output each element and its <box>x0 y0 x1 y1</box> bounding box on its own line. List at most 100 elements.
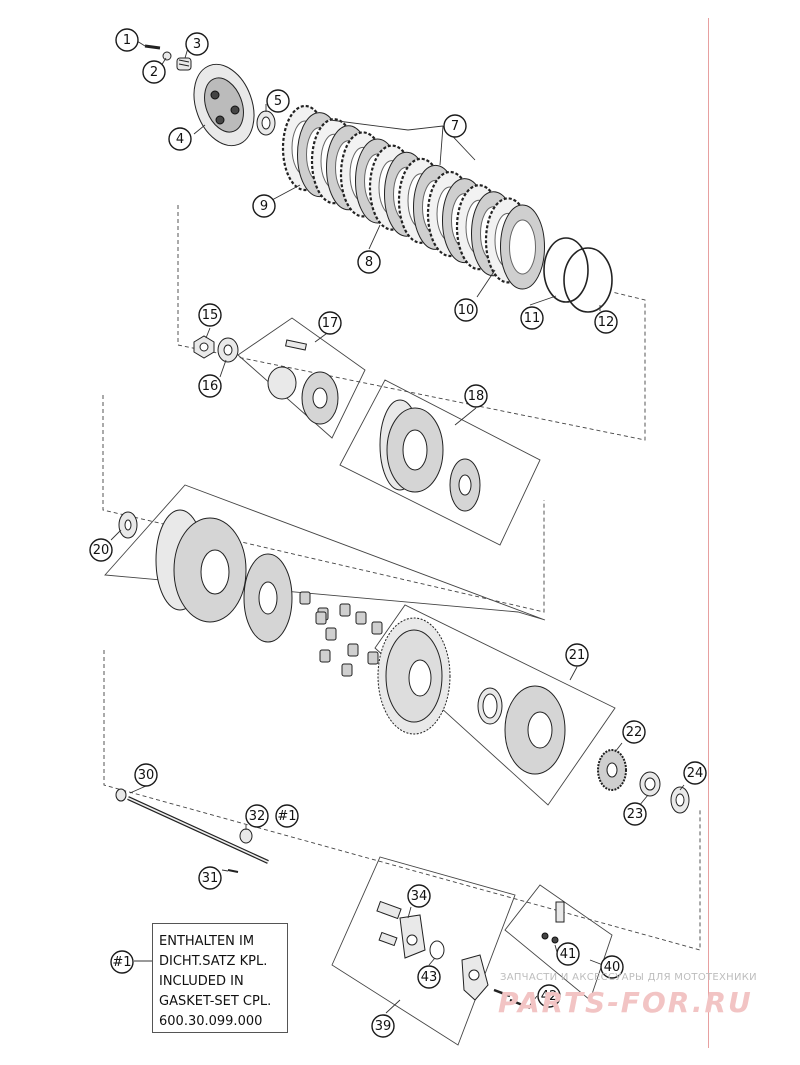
callout-4: 4 <box>168 127 192 151</box>
callout-label: 22 <box>626 725 643 740</box>
damper-spring <box>367 651 379 665</box>
o-ring-part-43 <box>429 940 445 960</box>
callout-label: 30 <box>138 768 155 783</box>
callout-30: 30 <box>134 763 158 787</box>
callout-17: 17 <box>318 311 342 335</box>
release-lever-part-39 <box>461 954 489 1001</box>
callout-11: 11 <box>520 306 544 330</box>
damper-spring <box>299 591 311 605</box>
callout-label: 43 <box>421 970 438 985</box>
damper-spring <box>347 643 359 657</box>
washer-part-24 <box>670 786 690 814</box>
callout-label: 32 <box>249 809 266 824</box>
callout-label: 31 <box>202 871 219 886</box>
callout-34: 34 <box>407 884 431 908</box>
clutch-plate-stack <box>281 104 545 290</box>
assembly-outline-middle <box>102 395 545 613</box>
callout-label: #1 <box>112 955 131 970</box>
spring-part-3 <box>176 57 192 71</box>
note-line: GASKET-SET CPL. <box>159 994 272 1009</box>
release-shaft-part-34 <box>376 900 426 959</box>
damper-spring <box>325 627 337 641</box>
callout-15: 15 <box>198 303 222 327</box>
plate-bore <box>509 219 536 275</box>
callout-label: 16 <box>202 379 219 394</box>
watermark-tagline: ЗАПЧАСТИ И АКСЕССУАРЫ ДЛЯ МОТОТЕХНИКИ <box>500 972 757 983</box>
damper-springs <box>299 591 383 677</box>
callout-label: 5 <box>274 94 282 109</box>
callout-label: 10 <box>458 303 475 318</box>
callout-label: 9 <box>260 199 268 214</box>
bearing-part-5 <box>256 110 276 136</box>
inner-hub-part-18 <box>379 399 481 512</box>
callout-10: 10 <box>454 298 478 322</box>
note-line: 600.30.099.000 <box>159 1014 263 1029</box>
pressure-cap-part-4 <box>193 63 255 147</box>
callout-label: 12 <box>598 315 615 330</box>
push-rod-part-30 <box>115 788 269 864</box>
group-box-40 <box>504 884 613 1001</box>
callout-label: 17 <box>322 316 339 331</box>
callout-label: 21 <box>569 648 586 663</box>
callout-9: 9 <box>252 194 276 218</box>
callout-42: 42 <box>537 984 561 1008</box>
callout-label: #1 <box>277 809 296 824</box>
bushing-part-32 <box>239 828 253 844</box>
callout-2: 2 <box>142 60 166 84</box>
clutch-basket <box>155 509 293 643</box>
callout-label: 8 <box>365 255 373 270</box>
circlip-part-11 <box>543 237 589 303</box>
callout-8: 8 <box>357 250 381 274</box>
damper-spring <box>355 611 367 625</box>
callout-h1a: #1 <box>275 804 299 828</box>
screw-part-1 <box>144 44 161 50</box>
callout-label: 20 <box>93 543 110 558</box>
callout-32: 32 <box>245 804 269 828</box>
note-line: ENTHALTEN IM <box>159 934 255 949</box>
primary-gear-part-21 <box>377 617 566 775</box>
callout-20: 20 <box>89 538 113 562</box>
callout-1: 1 <box>115 28 139 52</box>
group-box-18 <box>339 379 541 546</box>
callout-label: 23 <box>627 807 644 822</box>
callout-21: 21 <box>565 643 589 667</box>
group-box-39 <box>331 856 516 1046</box>
callout-label: 1 <box>123 33 131 48</box>
damper-spring <box>339 603 351 617</box>
callout-label: 24 <box>687 766 704 781</box>
callout-label: 3 <box>193 37 201 52</box>
nut-part-15 <box>193 335 215 359</box>
gasket-set-note: ENTHALTEN IM DICHT.SATZ KPL. INCLUDED IN… <box>152 923 288 1033</box>
assembly-outline-upper <box>177 205 646 441</box>
callout-5: 5 <box>266 89 290 113</box>
ring-part-12 <box>563 247 613 313</box>
damper-spring <box>341 663 353 677</box>
sprocket-gear-part-22 <box>597 749 627 791</box>
callout-24: 24 <box>683 761 707 785</box>
callout-label: 15 <box>202 308 219 323</box>
group-box-20 <box>104 484 546 621</box>
callout-label: 40 <box>604 960 621 975</box>
callout-label: 11 <box>524 311 541 326</box>
callout-label: 42 <box>541 989 558 1004</box>
damper-spring <box>371 621 383 635</box>
callout-label: 4 <box>176 132 184 147</box>
washer-part-16 <box>217 337 239 363</box>
callout-label: 2 <box>150 65 158 80</box>
pin-part-31 <box>227 869 239 873</box>
callout-3: 3 <box>185 32 209 56</box>
callout-h1b: #1 <box>110 950 134 974</box>
screw-part-42 <box>493 988 531 1010</box>
assembly-outline-lower <box>103 650 701 951</box>
hub-assembly-part-17 <box>267 339 339 425</box>
callout-39: 39 <box>371 1014 395 1038</box>
callout-12: 12 <box>594 310 618 334</box>
group-box-21 <box>374 604 616 806</box>
callout-40: 40 <box>600 955 624 979</box>
note-line: INCLUDED IN <box>159 974 244 989</box>
callout-22: 22 <box>622 720 646 744</box>
damper-spring <box>319 649 331 663</box>
callout-43: 43 <box>417 965 441 989</box>
callout-23: 23 <box>623 802 647 826</box>
